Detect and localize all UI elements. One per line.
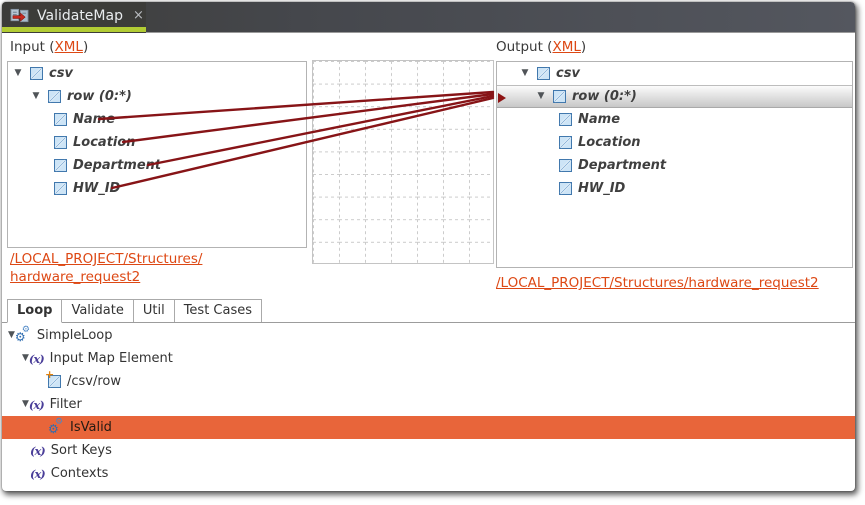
tree-row-input-name[interactable]: Name (8, 108, 306, 131)
element-plus-icon: + (45, 368, 61, 388)
tree-row-input-department[interactable]: Department (8, 154, 306, 177)
tree-label: IsValid (70, 420, 112, 435)
tree-label: Location (578, 135, 641, 150)
tree-row-sort-keys[interactable]: (x) Sort Keys (2, 439, 855, 462)
tree-label: Contexts (50, 466, 109, 481)
element-icon (559, 159, 572, 172)
tree-row-input-map-element[interactable]: ▼ (x) Input Map Element (2, 347, 855, 370)
bottom-tab-strip: Loop Validate Util Test Cases (2, 297, 855, 323)
tree-row-input-csv[interactable]: ▼ csv (8, 62, 306, 85)
tree-row-output-department[interactable]: Department (497, 154, 852, 177)
input-section-label: Input (XML) (10, 39, 88, 55)
element-icon (54, 113, 67, 126)
tree-label: csv (49, 66, 73, 81)
tree-label: csv (556, 66, 580, 81)
expander-icon[interactable]: ▼ (32, 91, 40, 101)
output-label-suffix: ) (580, 39, 587, 55)
tree-row-output-hwid[interactable]: HW_ID (497, 177, 852, 200)
tree-label: row (0:*) (572, 89, 637, 104)
tree-row-contexts[interactable]: (x) Contexts (2, 462, 855, 485)
tree-row-input-hwid[interactable]: HW_ID (8, 177, 306, 200)
element-icon (559, 136, 572, 149)
tree-label: Filter (49, 397, 82, 412)
tree-label: Location (73, 135, 136, 150)
tree-label: Department (578, 158, 667, 173)
element-icon (30, 67, 43, 80)
loop-function-tree: ▼ ⚙⚙ SimpleLoop ▼ (x) Input Map Element … (2, 324, 855, 485)
tree-label: /csv/row (67, 374, 122, 389)
tree-row-csv-row-path[interactable]: + /csv/row (2, 368, 855, 393)
mapping-target-arrow-icon (498, 93, 506, 103)
active-tab-accent (2, 27, 146, 32)
function-x-icon: (x) (28, 397, 45, 412)
tab-validate[interactable]: Validate (62, 299, 134, 322)
tree-row-output-location[interactable]: Location (497, 131, 852, 154)
expander-icon[interactable]: ▼ (8, 330, 15, 340)
tree-row-output-row-selected[interactable]: ▼ row (0:*) (497, 85, 852, 108)
input-structure-link[interactable]: /LOCAL_PROJECT/Structures/ hardware_requ… (10, 250, 202, 286)
element-icon (559, 182, 572, 195)
output-xml-link[interactable]: XML (552, 39, 581, 55)
output-structure-link[interactable]: /LOCAL_PROJECT/Structures/hardware_reque… (496, 275, 819, 291)
tree-label: Department (73, 158, 162, 173)
tree-label: HW_ID (578, 181, 626, 196)
element-icon (54, 182, 67, 195)
tree-row-isvalid-selected[interactable]: ⚙⚙ IsValid (2, 416, 855, 439)
element-icon (537, 67, 550, 80)
tree-label: Name (73, 112, 116, 127)
editor-tab-bar: ValidateMap × (2, 2, 855, 33)
input-label-text: Input ( (10, 39, 55, 55)
tree-row-output-name[interactable]: Name (497, 108, 852, 131)
function-x-icon: (x) (30, 443, 46, 458)
grid-pattern (313, 61, 493, 263)
tree-label: SimpleLoop (36, 328, 113, 343)
gears-icon: ⚙⚙ (48, 416, 64, 436)
function-x-icon: (x) (28, 351, 45, 366)
input-schema-tree: ▼ csv ▼ row (0:*) Name Location Departme… (7, 61, 307, 248)
mapping-grid-canvas[interactable] (312, 60, 494, 264)
tree-row-output-csv[interactable]: ▼ csv (497, 62, 852, 85)
output-schema-tree: ▼ csv ▼ row (0:*) Name Location Departme… (496, 61, 853, 268)
map-tab-icon (10, 8, 29, 23)
expander-icon[interactable]: ▼ (22, 353, 29, 363)
close-icon[interactable]: × (132, 8, 144, 23)
input-structure-link-line2: hardware_request2 (10, 269, 141, 285)
element-icon (553, 90, 566, 103)
tree-row-filter[interactable]: ▼ (x) Filter (2, 393, 855, 416)
function-x-icon: (x) (30, 466, 46, 481)
element-icon (54, 136, 67, 149)
tree-label: HW_ID (73, 181, 121, 196)
input-xml-link[interactable]: XML (54, 39, 83, 55)
tab-title: ValidateMap (37, 7, 123, 24)
expander-icon[interactable]: ▼ (22, 399, 29, 409)
tree-label: Input Map Element (49, 351, 173, 366)
tree-label: row (0:*) (67, 89, 132, 104)
tab-loop[interactable]: Loop (7, 299, 63, 323)
validatemap-editor-window: ValidateMap × Input (XML) Output (XML) ▼… (2, 2, 855, 491)
tree-row-input-location[interactable]: Location (8, 131, 306, 154)
output-label-text: Output ( (496, 39, 553, 55)
tab-test-cases[interactable]: Test Cases (174, 299, 263, 322)
input-structure-link-line1: /LOCAL_PROJECT/Structures/ (10, 251, 203, 267)
element-icon (54, 159, 67, 172)
gears-icon: ⚙⚙ (14, 324, 30, 344)
expander-icon[interactable]: ▼ (14, 68, 22, 78)
expander-icon[interactable]: ▼ (537, 91, 545, 101)
tree-label: Sort Keys (50, 443, 112, 458)
element-icon (559, 113, 572, 126)
element-icon (48, 90, 61, 103)
tab-util[interactable]: Util (133, 299, 175, 322)
input-label-suffix: ) (82, 39, 89, 55)
expander-icon[interactable]: ▼ (521, 68, 529, 78)
output-section-label: Output (XML) (496, 39, 586, 55)
tree-row-input-row[interactable]: ▼ row (0:*) (8, 85, 306, 108)
tree-label: Name (578, 112, 621, 127)
tree-row-simpleloop[interactable]: ▼ ⚙⚙ SimpleLoop (2, 324, 855, 347)
